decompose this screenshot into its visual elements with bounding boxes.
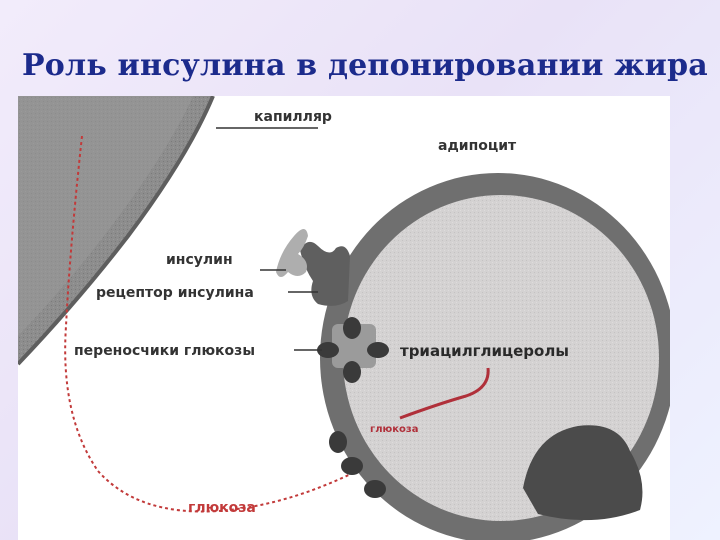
insulin-fat-storage-diagram: капилляр адипоцит инсулин рецептор инсул… [18,96,670,540]
insulin-molecule [276,229,308,277]
nucleus [523,425,643,521]
glucose-outside-label: глюкоза [188,500,256,516]
insulin-receptor-label: рецептор инсулина [96,285,254,301]
glucose-conversion-path [399,367,490,420]
glucose-path-outer [64,135,364,513]
capillary-label: капилляр [254,109,332,125]
adipocyte [320,173,670,540]
triacylglycerols-label: триацилглицеролы [400,342,569,360]
insulin-receptor [300,241,350,306]
slide-title: Роль инсулина в депонировании жира [22,48,708,83]
adipocyte-label: адипоцит [438,138,517,154]
glucose-transporters-label: переносчики глюкозы [74,343,255,359]
glucose-inside-label: глюкоза [370,424,419,435]
insulin-label: инсулин [166,252,233,268]
capillary [18,96,215,366]
membrane-glucose-transporters [329,431,386,498]
glucose-transporter-cluster [317,317,389,383]
